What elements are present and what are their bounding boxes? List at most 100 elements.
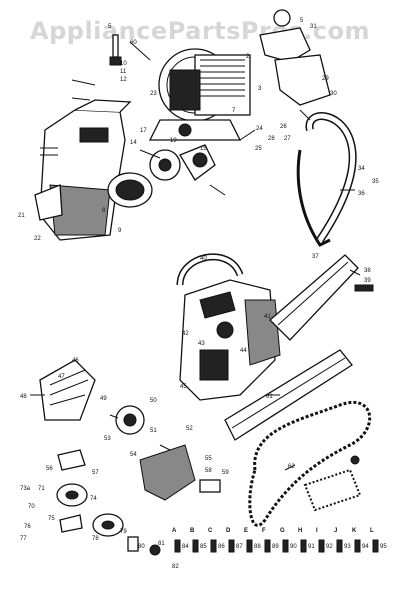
handle-bar <box>296 112 357 247</box>
callout: 71 <box>38 486 45 492</box>
letter-label: K <box>352 528 357 534</box>
letter-label: C <box>208 528 213 534</box>
engine-cylinder <box>148 48 251 141</box>
part-number: 91 <box>308 544 315 550</box>
part-number: 84 <box>182 544 189 550</box>
middle-leader-lines <box>30 269 361 471</box>
callout: 34 <box>358 166 365 172</box>
callout: 30 <box>330 91 337 97</box>
callout: 74 <box>90 496 97 502</box>
callout: 53 <box>104 436 111 442</box>
callout: 39 <box>364 278 371 284</box>
letter-label: I <box>316 528 318 534</box>
letter-label: A <box>172 528 177 534</box>
callout: 22 <box>34 236 41 242</box>
callout: 42 <box>182 331 189 337</box>
callout: 19 <box>170 138 177 144</box>
callout: 55 <box>205 456 212 462</box>
callout: 50 <box>150 398 157 404</box>
drive-sprocket <box>115 405 145 435</box>
callout: 35 <box>372 179 379 185</box>
callout: 37 <box>312 254 319 260</box>
flywheel <box>149 144 216 181</box>
callout: 41 <box>264 314 271 320</box>
clutch-plate <box>139 444 196 501</box>
part-number: 90 <box>290 544 297 550</box>
callout: 21 <box>18 213 25 219</box>
callout: 79 <box>120 529 127 535</box>
callout: 27 <box>284 136 291 142</box>
letter-label: D <box>226 528 231 534</box>
callout: 51 <box>150 428 157 434</box>
callout: 77 <box>20 536 27 542</box>
callout: 54 <box>130 452 137 458</box>
letter-row: A B C D E F G H I J K L <box>172 528 374 534</box>
callout: 45 <box>180 384 187 390</box>
callout: 15 <box>200 146 207 152</box>
callout: 9 <box>118 228 122 234</box>
fan-blade <box>39 359 96 421</box>
callout: 59 <box>222 470 229 476</box>
chain-links-detail <box>303 468 362 512</box>
top-leader-lines <box>40 41 355 196</box>
callout: 81 <box>158 541 165 547</box>
letter-label: J <box>334 528 337 534</box>
callout: 24 <box>256 126 263 132</box>
callout: 26 <box>280 124 287 130</box>
callout: 60 <box>130 40 137 46</box>
watermark: AppliancePartsPros.com <box>30 17 370 45</box>
letter-label: E <box>244 528 248 534</box>
letter-label: G <box>280 528 285 534</box>
part-number: 89 <box>272 544 279 550</box>
callout: 76 <box>24 524 31 530</box>
callout: 3 <box>258 86 262 92</box>
saw-body <box>179 279 281 401</box>
top-bracket <box>259 9 331 106</box>
top-callout-labels: 5 31 60 5 10 11 12 23 3 14 17 19 15 7 2 … <box>18 18 379 242</box>
callout: 73a <box>20 486 31 492</box>
middle-callout-labels: 37 38 39 40 41 42 43 44 45 46 47 48 49 5… <box>20 254 371 476</box>
callout: 78 <box>92 536 99 542</box>
saw-chain <box>248 401 372 527</box>
callout: 5 <box>108 24 112 30</box>
callout: 11 <box>120 69 127 75</box>
bottom-callout-labels: 73a 71 70 74 75 76 77 78 79 80 81 82 <box>20 486 179 570</box>
letter-label: L <box>370 528 374 534</box>
part-number: 88 <box>254 544 261 550</box>
air-filter <box>107 172 153 208</box>
part-number: 85 <box>200 544 207 550</box>
callout: 8 <box>102 208 106 214</box>
callout: 5 <box>300 18 304 24</box>
part-number: 94 <box>362 544 369 550</box>
callout: 49 <box>100 396 107 402</box>
callout: 48 <box>20 394 27 400</box>
callout: 47 <box>58 374 65 380</box>
callout: 46 <box>72 358 79 364</box>
callout: 57 <box>92 470 99 476</box>
part-number: 95 <box>380 544 387 550</box>
callout: 14 <box>130 140 137 146</box>
callout: 58 <box>205 468 212 474</box>
saw-handle <box>176 253 244 286</box>
callout: 28 <box>268 136 275 142</box>
fuel-tank-housing <box>34 99 132 241</box>
callout: 62 <box>288 464 295 470</box>
callout: 29 <box>322 76 329 82</box>
spark-plug <box>109 34 122 66</box>
callout: 7 <box>232 108 236 114</box>
callout: 25 <box>255 146 262 152</box>
callout: 56 <box>46 466 53 472</box>
small-parts <box>127 284 374 556</box>
callout: 82 <box>172 564 179 570</box>
part-number: 87 <box>236 544 243 550</box>
callout: 36 <box>358 191 365 197</box>
callout: 31 <box>310 24 317 30</box>
part-number: 86 <box>218 544 225 550</box>
callout: 40 <box>200 256 207 262</box>
callout: 80 <box>138 544 145 550</box>
part-number: 92 <box>326 544 333 550</box>
callout: 70 <box>28 504 35 510</box>
letter-label: H <box>298 528 302 534</box>
